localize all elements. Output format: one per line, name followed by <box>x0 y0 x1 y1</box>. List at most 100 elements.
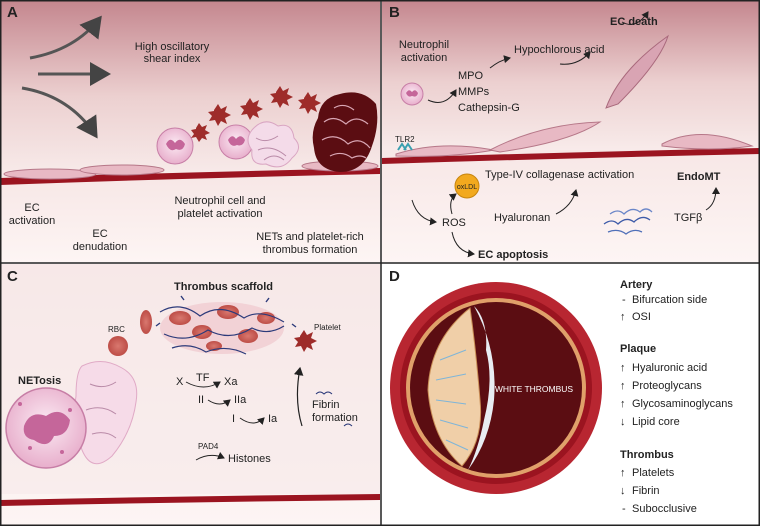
panel-d-letter: D <box>389 268 400 285</box>
arrow-ros-oxldl <box>448 193 457 215</box>
artery-cross-section <box>390 282 602 494</box>
endothelial-cell <box>79 164 165 176</box>
shear-label-1: High oscillatory <box>135 41 210 53</box>
arrow-ii-iia <box>207 399 231 407</box>
arrow-tgfb-endomt <box>705 187 720 211</box>
flow-arrow-up <box>29 15 102 60</box>
neutrophil-activation-label-2: activation <box>401 52 447 64</box>
panel-b: B Neutrophil activation MPO MMPs Catheps… <box>382 0 760 262</box>
vessel-wall-a <box>0 168 380 185</box>
panel-a-letter: A <box>7 4 18 21</box>
neutrophil-cell <box>218 124 254 160</box>
activated-platelet <box>191 86 321 142</box>
fibrin-label-2: formation <box>312 412 358 424</box>
arrow-neutrophil-enzymes <box>427 89 457 103</box>
nets-thrombus-label-2: thrombus formation <box>263 244 358 256</box>
thrombus-item-text: Subocclusive <box>632 503 697 515</box>
artery-item-sym: - <box>622 294 626 306</box>
ec-apoptosis-label: EC apoptosis <box>478 249 548 261</box>
oxldl-label: oxLDL <box>457 184 477 191</box>
plaque-item-sym: ↑ <box>620 398 626 410</box>
histones-label: Histones <box>228 453 271 465</box>
arrow-pad4-histones <box>195 451 225 461</box>
tgfb-label: TGFβ <box>674 212 702 224</box>
neutrophil-activation-label-1: Neutrophil <box>399 39 449 51</box>
ec-death-label: EC death <box>610 16 658 28</box>
netosis-label: NETosis <box>18 375 61 387</box>
fibrin-strand-icon <box>315 391 353 427</box>
flow-arrow-down <box>21 86 98 139</box>
plaque-title: Plaque <box>620 343 656 355</box>
panel-b-letter: B <box>389 4 400 21</box>
thrombus-scaffold <box>155 295 297 355</box>
rbc-label: RBC <box>108 325 125 334</box>
tlr2-label: TLR2 <box>395 135 415 144</box>
enzyme-mmps: MMPs <box>458 86 490 98</box>
white-thrombus-label: WHITE THROMBUS <box>495 384 574 394</box>
artery-title: Artery <box>620 279 653 291</box>
plaque-item-sym: ↓ <box>620 416 626 428</box>
ec-denudation-label-2: denudation <box>73 241 127 253</box>
white-thrombus-layer <box>468 306 495 470</box>
endothelial-cell <box>661 134 754 150</box>
hyaluronan-label: Hyaluronan <box>494 212 550 224</box>
artery-list: Artery - Bifurcation side ↑ OSI <box>620 279 707 323</box>
artery-item-sym: ↑ <box>620 311 626 323</box>
tlr2-receptor <box>397 142 413 151</box>
detaching-endothelial-cell <box>605 34 669 109</box>
thrombus-list: Thrombus ↑ Platelets ↓ Fibrin - Subocclu… <box>620 449 697 515</box>
thrombus-mass <box>312 92 378 172</box>
netosis-cell <box>5 361 138 469</box>
plaque-item-text: Lipid core <box>632 416 680 428</box>
thrombus-item-text: Fibrin <box>632 485 660 497</box>
plaque-item-text: Glycosaminoglycans <box>632 398 733 410</box>
enzyme-mpo: MPO <box>458 70 484 82</box>
shear-label-2: shear index <box>144 53 201 65</box>
arrow-fibrin-formation <box>293 366 304 427</box>
ec-activation-label-2: activation <box>9 215 55 227</box>
ec-denudation-label-1: EC <box>92 228 107 240</box>
thrombus-title: Thrombus <box>620 449 674 461</box>
fibrin-label-1: Fibrin <box>312 399 340 411</box>
platelet-cell <box>294 330 317 352</box>
panel-a: A High oscillatory shear index <box>0 0 380 262</box>
arrow-to-ros <box>411 199 437 226</box>
hyaluronan-chain <box>603 208 653 235</box>
panel-d: D WHITE THROMBUS Artery - Bifurcation si… <box>382 264 760 526</box>
plaque-list: Plaque ↑ Hyaluronic acid ↑ Proteoglycans… <box>620 343 733 428</box>
arrow-enzymes-hypochlorous <box>489 55 511 69</box>
platelet-label: Platelet <box>314 323 341 332</box>
vessel-wall-b <box>382 148 760 164</box>
artery-item-text: Bifurcation side <box>632 294 707 306</box>
rbc-cell <box>108 336 128 356</box>
nets-thrombus-label-1: NETs and platelet-rich <box>256 231 364 243</box>
artery-item-text: OSI <box>632 311 651 323</box>
arrow-i-ia <box>239 417 265 426</box>
pad4-label: PAD4 <box>198 442 219 451</box>
neutrophil-platelet-label-1: Neutrophil cell and <box>174 195 265 207</box>
neutrophil-cell <box>156 127 194 165</box>
endomt-label: EndoMT <box>677 171 721 183</box>
plaque-item-text: Hyaluronic acid <box>632 362 707 374</box>
thrombus-item-sym: - <box>622 503 626 515</box>
vessel-wall-c <box>0 494 380 506</box>
tf-label: TF <box>196 372 210 384</box>
neutrophil-platelet-label-2: platelet activation <box>178 208 263 220</box>
hypochlorous-label: Hypochlorous acid <box>514 44 605 56</box>
arrow-ros-apoptosis <box>451 231 475 258</box>
plaque-item-text: Proteoglycans <box>632 380 702 392</box>
rbc-cell <box>140 310 152 334</box>
panel-c: C Thrombus scaffold RBC Platelet <box>0 264 380 526</box>
neutrophil-cell <box>400 82 424 106</box>
collagenase-label: Type-IV collagenase activation <box>485 169 634 181</box>
enzyme-cathepsin: Cathepsin-G <box>458 102 520 114</box>
factor-i-label: I <box>232 413 235 425</box>
oxldl-particle <box>454 173 480 199</box>
thrombus-item-sym: ↑ <box>620 467 626 479</box>
thrombus-item-text: Platelets <box>632 467 675 479</box>
factor-xa-label: Xa <box>224 376 238 388</box>
factor-ii-label: II <box>198 394 204 406</box>
ros-label: ROS <box>442 217 466 229</box>
